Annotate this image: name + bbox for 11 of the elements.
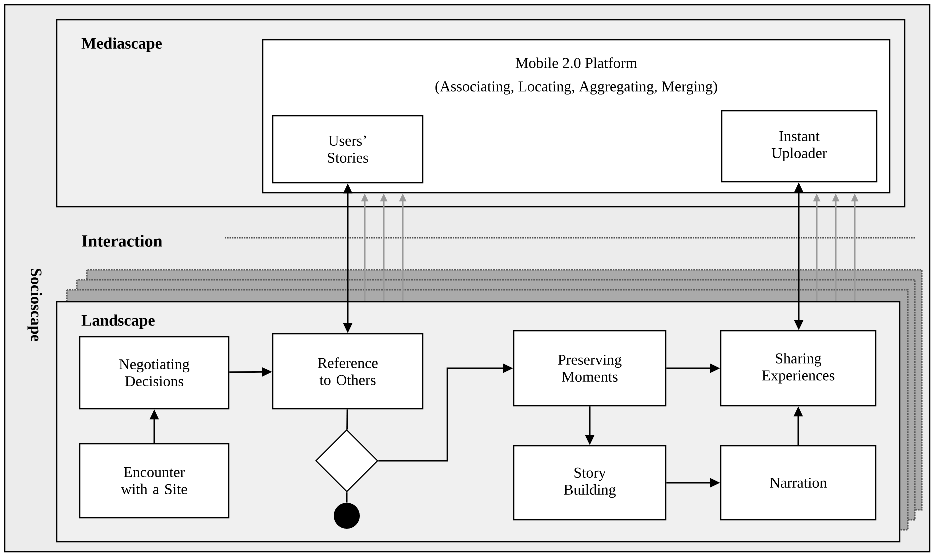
process-box: Story Building	[513, 445, 667, 521]
process-box: Instant Uploader	[721, 110, 878, 183]
process-box: Sharing Experiences	[720, 330, 877, 407]
process-box: Narration	[720, 445, 877, 521]
end-circle	[334, 503, 360, 529]
process-box: Negotiating Decisions	[79, 336, 230, 410]
process-box: Reference to Others	[272, 333, 424, 410]
process-box: Users’ Stories	[272, 115, 424, 184]
process-box: Encounter with a Site	[79, 443, 230, 519]
section-label: Interaction	[82, 235, 162, 247]
process-box: Preserving Moments	[513, 330, 667, 407]
